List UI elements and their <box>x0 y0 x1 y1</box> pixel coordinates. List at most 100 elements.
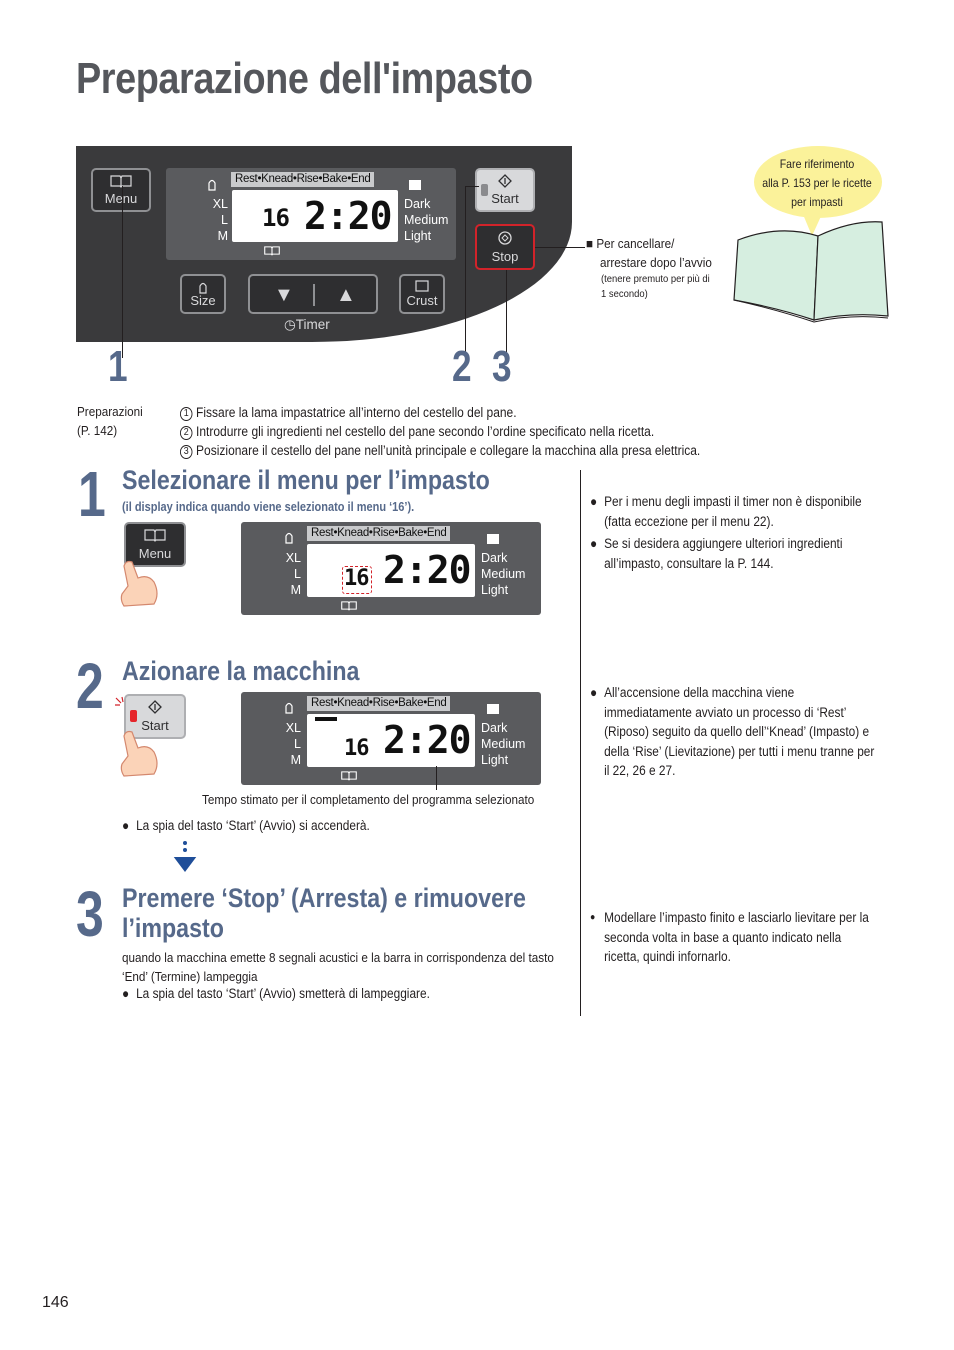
start-button[interactable]: Start <box>475 168 535 212</box>
book-icon <box>341 771 357 781</box>
loaf-size-icon <box>208 179 216 191</box>
bullet-icon: ● <box>590 912 596 923</box>
lcd-menu-number: 16 <box>344 736 369 761</box>
book-icon <box>264 246 280 256</box>
book-icon <box>110 175 132 188</box>
book-icon <box>144 529 166 542</box>
page-number: 146 <box>42 1294 69 1311</box>
recipe-book-illustration <box>733 146 889 323</box>
menu-button[interactable]: Menu <box>124 522 186 567</box>
lcd-crust-labels: Dark Medium Light <box>481 551 526 597</box>
bullet-icon: ● <box>122 818 130 833</box>
crust-icon <box>409 180 421 190</box>
lcd-screen: 16 2:20 <box>307 544 475 597</box>
lcd-crust-labels: Dark Medium Light <box>481 721 526 767</box>
lcd-menu-number: 16 <box>262 204 290 232</box>
step-number-3: 3 <box>76 878 104 950</box>
bullet-icon: ● <box>590 685 598 700</box>
lcd-time: 2:20 <box>304 194 393 238</box>
crust-button-label: Crust <box>406 293 438 308</box>
estimate-caption: Tempo stimato per il completamento del p… <box>202 792 535 807</box>
menu-button-label: Menu <box>104 191 138 206</box>
callout-line-2-top <box>465 186 479 187</box>
step-number-1: 1 <box>78 458 106 530</box>
estimate-callout-line <box>436 766 437 790</box>
preparations-label: Preparazioni (P. 142) <box>77 404 143 438</box>
stop-note-line <box>535 247 585 248</box>
crust-button[interactable]: Crust <box>399 274 445 314</box>
lcd-time: 2:20 <box>383 718 472 762</box>
stop-button[interactable]: Stop <box>475 224 535 270</box>
step2-note-1: ●All’accensione della macchina viene imm… <box>590 685 875 778</box>
size-button[interactable]: Size <box>180 274 226 314</box>
lcd-stage-bar: Rest•Knead•Rise•Bake•End <box>307 696 451 711</box>
square-bullet-icon: ■ <box>586 236 597 251</box>
start-lamp <box>481 184 488 196</box>
lcd-display-step2: Rest•Knead•Rise•Bake•End XL L M 16 2:20 … <box>241 692 541 785</box>
lcd-stage-bar: Rest•Knead•Rise•Bake•End <box>231 172 375 187</box>
control-panel: Menu Rest•Knead•Rise•Bake•End XL L M 16 … <box>76 146 572 342</box>
lcd-screen: 16 2:20 <box>232 190 398 242</box>
start-icon <box>148 700 162 714</box>
crust-icon <box>415 280 429 292</box>
menu-number-highlight <box>342 566 372 594</box>
lcd-time: 2:20 <box>383 548 472 592</box>
lcd-size-labels: XL L M <box>285 721 301 767</box>
lamp-glow-icon <box>115 696 124 706</box>
lcd-crust-labels: Dark Medium Light <box>404 197 449 243</box>
start-lamp-lit <box>130 710 137 722</box>
lcd-menu-number: 16 <box>344 566 369 591</box>
crust-icon <box>487 534 499 544</box>
size-button-label: Size <box>190 293 216 308</box>
start-button[interactable]: Start <box>124 694 186 739</box>
step1-subtitle: (il display indica quando viene selezion… <box>122 500 415 514</box>
callout-line-2 <box>465 186 466 358</box>
page-title: Preparazione dell'impasto <box>76 54 533 103</box>
down-arrow-connector-icon <box>173 841 197 872</box>
callout-number-3: 3 <box>492 342 512 391</box>
arrow-divider <box>313 284 315 306</box>
clock-icon: ◷ <box>284 317 296 332</box>
step2-lamp-note: ●La spia del tasto ‘Start’ (Avvio) si ac… <box>122 816 370 836</box>
bullet-icon: ● <box>122 986 130 1001</box>
step3-title-line2: l’impasto <box>122 913 224 943</box>
book-icon <box>341 601 357 611</box>
callout-line-3 <box>506 270 507 358</box>
step2-title: Azionare la macchina <box>122 656 360 686</box>
menu-button-label: Menu <box>138 546 172 561</box>
callout-number-2: 2 <box>452 342 472 391</box>
step1-note-2: ●Se si desidera aggiungere ulteriori ing… <box>590 536 843 571</box>
pressing-hand-icon <box>120 560 158 607</box>
timer-label: ◷Timer <box>284 317 330 332</box>
callout-number-1: 1 <box>108 342 128 391</box>
lcd-display: Rest•Knead•Rise•Bake•End XL L M 16 2:20 … <box>166 168 456 260</box>
down-arrow-icon[interactable]: ▼ <box>274 284 294 306</box>
menu-button[interactable]: Menu <box>91 168 151 212</box>
stop-icon <box>498 231 512 245</box>
callout-line-1 <box>122 186 123 358</box>
loaf-size-icon <box>199 282 207 294</box>
lcd-size-labels: XL L M <box>285 551 301 597</box>
step1-title: Selezionare il menu per l’impasto <box>122 465 490 495</box>
step3-lamp-note: ●La spia del tasto ‘Start’ (Avvio) smett… <box>122 984 430 1004</box>
stop-button-label: Stop <box>491 249 519 264</box>
loaf-size-icon <box>285 532 293 544</box>
arrow-buttons[interactable]: ▼ ▲ <box>248 274 378 314</box>
step1-note-1: ●Per i menu degli impasti il timer non è… <box>590 494 862 529</box>
pressing-hand-icon <box>120 730 158 777</box>
lcd-size-labels: XL L M <box>212 197 228 243</box>
loaf-size-icon <box>285 702 293 714</box>
lcd-screen: 16 2:20 <box>307 714 475 767</box>
rest-indicator-bar <box>315 717 337 721</box>
step-number-2: 2 <box>76 650 104 722</box>
step3-title-line1: Premere ‘Stop’ (Arresta) e rimuovere <box>122 883 526 913</box>
crust-icon <box>487 704 499 714</box>
bullet-icon: ● <box>590 494 598 509</box>
up-arrow-icon[interactable]: ▲ <box>336 284 356 306</box>
lcd-display-step1: Rest•Knead•Rise•Bake•End XL L M 16 2:20 … <box>241 522 541 615</box>
step3-body: quando la macchina emette 8 segnali acus… <box>122 950 554 984</box>
column-divider <box>580 470 581 1016</box>
